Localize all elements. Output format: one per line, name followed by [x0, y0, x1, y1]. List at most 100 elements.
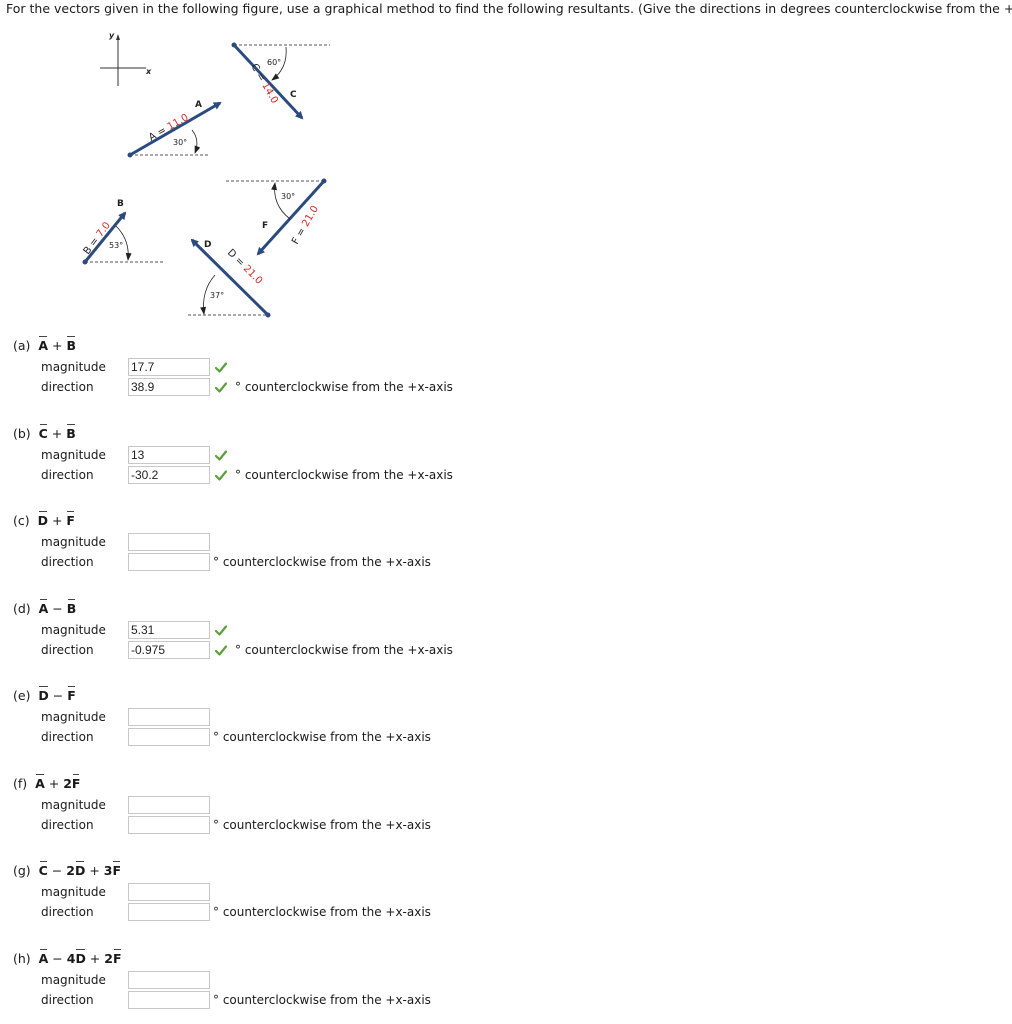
magnitude-label: magnitude — [41, 885, 106, 899]
vector-c-value: 14.0 — [259, 81, 280, 106]
part-title: (b) C + B — [13, 423, 76, 441]
direction-label: direction — [41, 817, 94, 832]
operator: + — [85, 863, 104, 878]
direction-label: direction — [41, 555, 94, 569]
part-label: (a) — [13, 338, 39, 353]
part-title: (f) A + 2F — [13, 773, 81, 791]
angle-label-c: 60° — [267, 58, 281, 67]
angle-label-f: 30° — [281, 192, 295, 201]
direction-input[interactable] — [128, 990, 210, 1009]
part-title: (g) C − 2D + 3F — [13, 861, 122, 878]
magnitude-label: magnitude — [41, 622, 106, 637]
vector-symbol: C — [38, 423, 48, 441]
part-title: (d) A − B — [13, 598, 77, 616]
vector-f-name: F — [262, 221, 268, 231]
angle-label-b: 53° — [109, 241, 123, 250]
vector-figure: x y 30° A = 11.0 A 60° C = 14.0 C 53° — [82, 31, 330, 318]
magnitude-input[interactable] — [128, 445, 210, 464]
direction-label: direction — [41, 905, 94, 919]
operator: − — [47, 863, 67, 878]
part-label: (d) — [13, 600, 39, 616]
check-icon — [214, 624, 228, 639]
vector-symbol: F — [71, 773, 81, 791]
operator: + — [47, 513, 67, 528]
part-label: (b) — [13, 425, 39, 441]
magnitude-input[interactable] — [128, 970, 210, 989]
vector-symbol: B — [66, 423, 76, 441]
direction-input[interactable] — [128, 640, 210, 659]
direction-input[interactable] — [128, 378, 210, 396]
vector-symbol: B — [66, 598, 77, 616]
magnitude-input[interactable] — [128, 708, 210, 726]
magnitude-label: magnitude — [41, 797, 106, 812]
check-icon — [214, 469, 228, 484]
vector-f-value: 21.0 — [300, 204, 321, 229]
part-title: (e) D − F — [13, 686, 76, 703]
vector-symbol: D — [75, 948, 86, 966]
direction-input[interactable] — [128, 553, 210, 571]
magnitude-label: magnitude — [41, 972, 106, 987]
magnitude-input[interactable] — [128, 620, 210, 639]
vector-symbol: F — [112, 861, 122, 878]
magnitude-label: magnitude — [41, 535, 106, 549]
angle-label-d: 37° — [210, 291, 224, 300]
magnitude-input[interactable] — [128, 795, 210, 814]
unit-label: ° counterclockwise from the +x-axis — [213, 730, 431, 744]
vector-b: 53° B = 7.0 B — [82, 199, 163, 265]
direction-input[interactable] — [128, 728, 210, 746]
vector-c: 60° C = 14.0 C — [231, 42, 330, 120]
coefficient: 2 — [63, 775, 72, 791]
vector-symbol: D — [38, 686, 49, 703]
unit-label: ° counterclockwise from the +x-axis — [235, 642, 453, 657]
vector-symbol: C — [38, 861, 48, 878]
part-title: (h) A − 4D + 2F — [13, 948, 122, 966]
unit-label: ° counterclockwise from the +x-axis — [213, 555, 431, 569]
vector-a: 30° A = 11.0 A — [127, 100, 222, 158]
magnitude-label: magnitude — [41, 447, 106, 462]
vector-d: 37° D = 21.0 D — [188, 238, 271, 318]
part-label: (g) — [13, 863, 39, 878]
check-icon — [214, 382, 228, 396]
angle-label-a: 30° — [173, 138, 187, 147]
check-icon — [214, 362, 228, 376]
part-label: (f) — [13, 775, 36, 791]
vector-b-name: B — [117, 199, 124, 209]
direction-input[interactable] — [128, 465, 210, 484]
direction-input[interactable] — [128, 903, 210, 921]
direction-input[interactable] — [128, 815, 210, 834]
operator: + — [48, 338, 67, 353]
vector-symbol: D — [74, 861, 86, 878]
direction-label: direction — [41, 730, 94, 744]
direction-label: direction — [41, 467, 94, 482]
magnitude-input[interactable] — [128, 883, 210, 901]
part-label: (c) — [13, 513, 38, 528]
magnitude-input[interactable] — [128, 358, 210, 376]
axis-label-y: y — [109, 31, 115, 40]
vector-symbol: B — [66, 336, 77, 353]
direction-label: direction — [41, 380, 94, 394]
vector-symbol: F — [112, 948, 122, 966]
vector-a-name: A — [195, 100, 202, 110]
svg-text:B = 7.0: B = 7.0 — [82, 220, 113, 257]
operator: − — [48, 600, 67, 616]
axis-label-x: x — [145, 67, 152, 76]
operator: − — [48, 950, 67, 966]
unit-label: ° counterclockwise from the +x-axis — [235, 380, 453, 394]
vector-symbol: A — [38, 948, 49, 966]
magnitude-input[interactable] — [128, 533, 210, 551]
check-icon — [214, 644, 228, 659]
axes-icon: x y — [100, 31, 152, 86]
coefficient: 3 — [103, 863, 113, 878]
part-label: (e) — [13, 688, 39, 703]
unit-label: ° counterclockwise from the +x-axis — [235, 467, 453, 482]
svg-text:F = 21.0: F = 21.0 — [290, 204, 321, 247]
part-title: (a) A + B — [13, 336, 77, 353]
magnitude-label: magnitude — [41, 360, 106, 374]
operator: + — [85, 950, 105, 966]
unit-label: ° counterclockwise from the +x-axis — [213, 817, 431, 832]
check-icon — [214, 449, 228, 464]
unit-label: ° counterclockwise from the +x-axis — [213, 905, 431, 919]
svg-text:C = 14.0: C = 14.0 — [248, 62, 280, 106]
vector-symbol: A — [35, 773, 45, 791]
operator: + — [44, 775, 64, 791]
